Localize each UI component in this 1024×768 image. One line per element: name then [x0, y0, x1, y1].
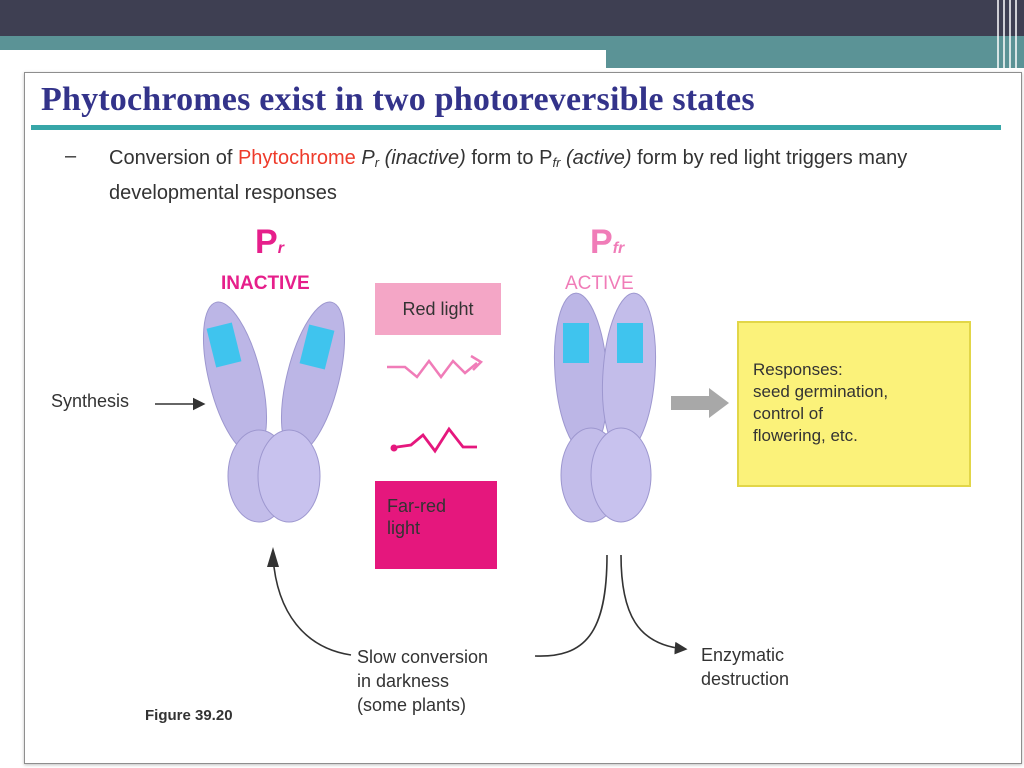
- enzymatic-destruction-label: Enzymatic destruction: [701, 645, 790, 689]
- bullet-subscript: r: [374, 155, 380, 170]
- far-red-light-wave: [396, 426, 477, 454]
- phytochrome-word: Phytochrome: [237, 147, 356, 169]
- bullet-subscript: fr: [552, 155, 561, 170]
- bullet-marker: –: [65, 145, 77, 167]
- slow-conversion-curve: [272, 554, 608, 657]
- chromophore: [617, 323, 643, 363]
- slow-conversion-arrowhead: [267, 547, 279, 567]
- red-light-label: Red light: [402, 298, 474, 319]
- far-red-light-box: Far-red light: [375, 481, 497, 569]
- chromophore: [563, 323, 589, 363]
- bullet-segment: form by red light triggers many developm…: [109, 147, 908, 204]
- pfr-symbol: Pfr: [590, 223, 624, 262]
- responses-arrow: [671, 388, 729, 418]
- slide-title: Phytochromes exist in two photoreversibl…: [41, 81, 755, 118]
- enzymatic-destruction-arrow: [620, 554, 688, 655]
- phytochrome-diagram: Pr INACTIVE Pfr ACTIVE Synthesis Red lig…: [25, 73, 1021, 763]
- pr-molecule: [202, 301, 346, 523]
- pr-letter: P: [255, 223, 278, 261]
- bullet-text: Conversion of Phytochrome Pr (inactive) …: [109, 143, 989, 208]
- bullet-segment: form to P: [465, 147, 553, 169]
- bullet-segment: (inactive): [379, 147, 466, 169]
- title-rule: [31, 125, 1001, 130]
- header-bar: [0, 0, 1024, 36]
- accent-notch: [0, 50, 606, 56]
- bullet-segment: Conversion of: [109, 147, 238, 169]
- pr-state-label: INACTIVE: [221, 273, 310, 294]
- chromophore: [206, 322, 242, 368]
- accent-band: [0, 36, 1024, 50]
- corner-frame-lines: [997, 0, 1017, 70]
- slow-conversion-label: Slow conversion in darkness (some plants…: [357, 647, 489, 715]
- bullet-segment: P: [355, 147, 375, 169]
- diagram-graphics: [155, 292, 729, 657]
- slide-image: Phytochromes exist in two photoreversibl…: [24, 72, 1022, 764]
- responses-box: Responses: seed germination, control of …: [737, 321, 971, 487]
- pr-subscript: r: [277, 240, 284, 257]
- bullet-segment: (active): [560, 147, 632, 169]
- pfr-state-label: ACTIVE: [565, 273, 634, 294]
- figure-label: Figure 39.20: [145, 707, 233, 724]
- red-light-box: Red light: [375, 283, 501, 335]
- pfr-molecule: [553, 292, 657, 523]
- pfr-subscript: fr: [612, 240, 625, 257]
- pr-symbol: Pr: [255, 223, 284, 262]
- synthesis-label: Synthesis: [51, 391, 130, 411]
- accent-band-right: [606, 50, 1024, 68]
- red-light-arrowhead: [470, 354, 484, 371]
- red-light-wave: [387, 358, 478, 380]
- far-red-light-arrowhead: [390, 444, 398, 452]
- chromophore: [299, 324, 335, 370]
- pfr-letter: P: [590, 223, 613, 261]
